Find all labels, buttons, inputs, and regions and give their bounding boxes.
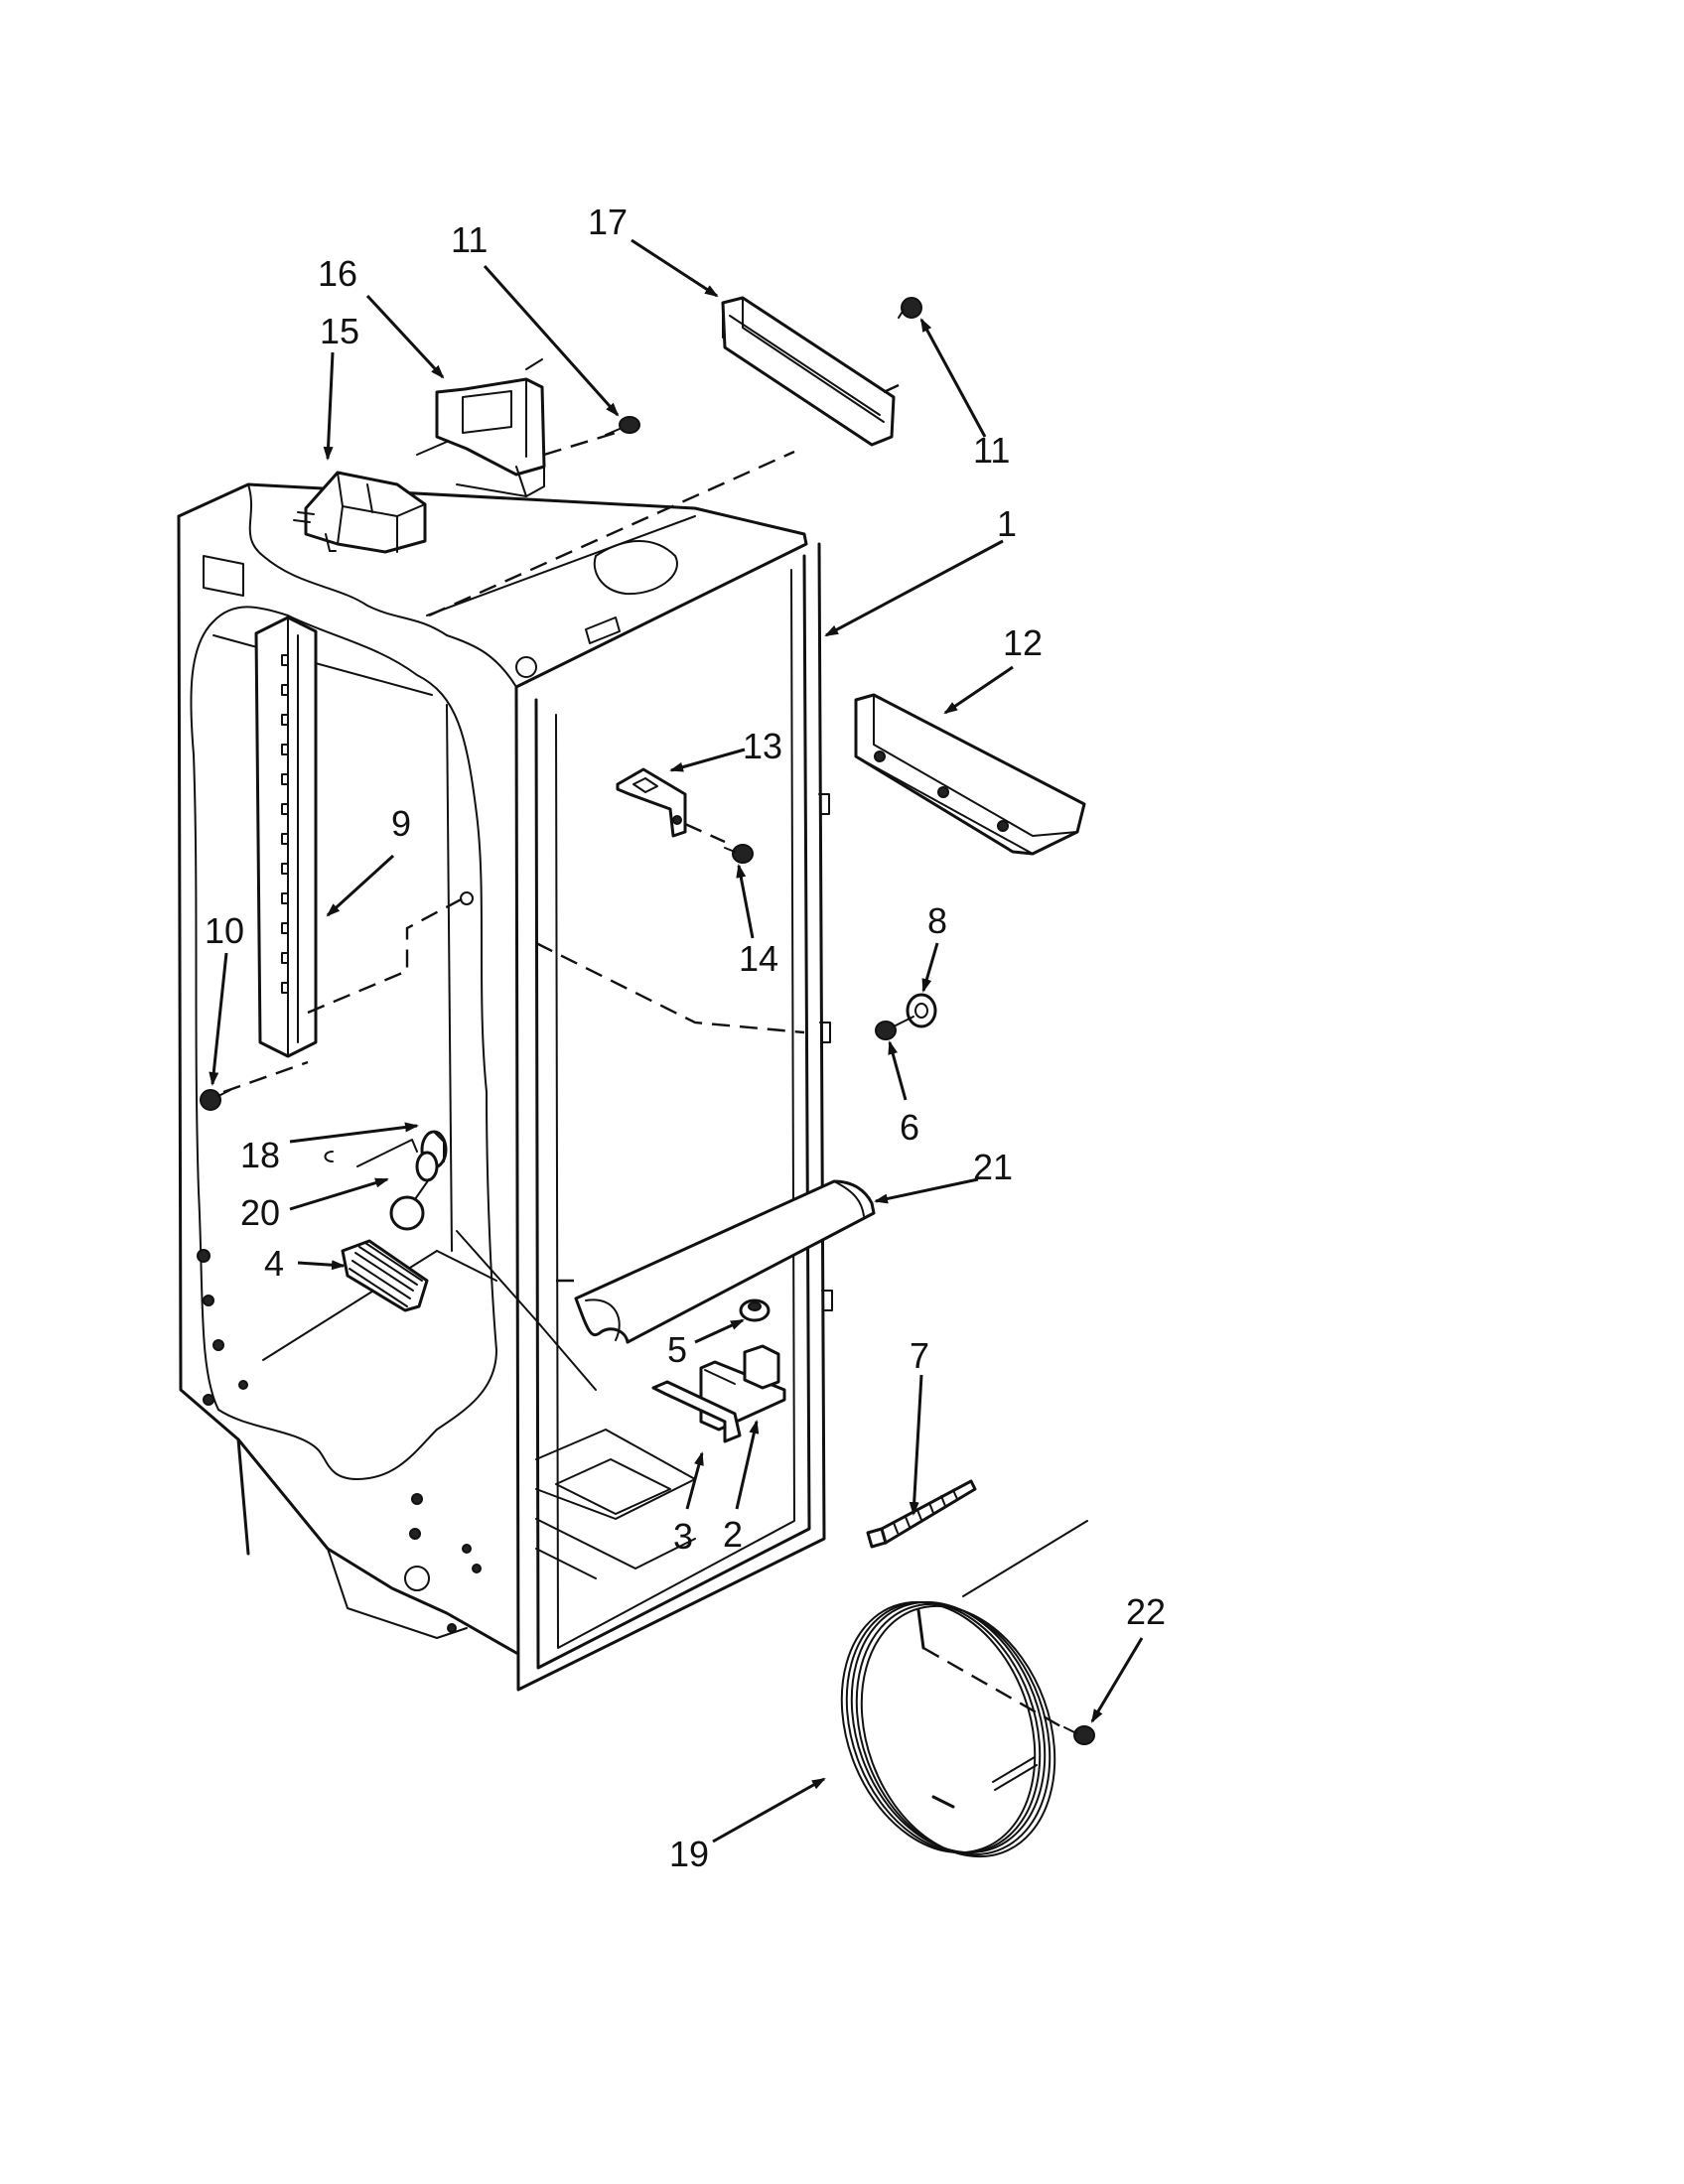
damper-housing-part-15 bbox=[293, 471, 427, 554]
leader-16 bbox=[365, 294, 445, 379]
callout-21: 21 bbox=[973, 1147, 1013, 1187]
callout-22: 22 bbox=[1126, 1591, 1166, 1632]
leader-20 bbox=[289, 1177, 389, 1211]
callout-15: 15 bbox=[320, 311, 359, 351]
cover-support-part-21 bbox=[574, 1179, 876, 1344]
channel-part-12 bbox=[854, 693, 1086, 856]
callout-13: 13 bbox=[743, 726, 782, 766]
callout-20: 20 bbox=[240, 1192, 280, 1233]
callout-7: 7 bbox=[910, 1335, 929, 1376]
leader-11b bbox=[919, 318, 987, 438]
screw-part-10 bbox=[200, 1060, 309, 1111]
shelf-ladder-part-9 bbox=[254, 615, 474, 1058]
callout-19: 19 bbox=[669, 1834, 709, 1874]
leader-8 bbox=[921, 942, 939, 993]
plug-part-5 bbox=[739, 1298, 771, 1322]
callout-6: 6 bbox=[900, 1107, 919, 1148]
leader-10 bbox=[209, 952, 228, 1086]
leader-17 bbox=[631, 238, 719, 298]
leader-1 bbox=[824, 539, 1004, 637]
leader-6 bbox=[888, 1040, 908, 1101]
leader-19 bbox=[712, 1777, 826, 1843]
bracket-part-16 bbox=[416, 358, 546, 497]
tubing-coil-part-19 bbox=[840, 1520, 1088, 1858]
callout-11a: 11 bbox=[451, 219, 488, 260]
callout-10: 10 bbox=[205, 910, 244, 951]
leader-2 bbox=[735, 1420, 760, 1510]
leader-3 bbox=[685, 1451, 704, 1510]
leader-21 bbox=[874, 1177, 979, 1204]
callout-2: 2 bbox=[723, 1514, 743, 1555]
leader-5 bbox=[694, 1318, 745, 1344]
leader-18 bbox=[289, 1122, 419, 1144]
leader-12 bbox=[943, 665, 1014, 715]
callout-9: 9 bbox=[391, 803, 411, 844]
callout-11b: 11 bbox=[973, 430, 1010, 471]
callout-18: 18 bbox=[240, 1135, 280, 1175]
screw-part-11-left bbox=[543, 416, 640, 457]
leader-4 bbox=[297, 1260, 346, 1271]
callout-1: 1 bbox=[997, 503, 1017, 544]
screw-part-11-right bbox=[883, 297, 922, 394]
top-bracket-part-17 bbox=[428, 296, 896, 617]
light-bulb-part-20 bbox=[389, 1178, 430, 1231]
leader-13 bbox=[669, 748, 746, 772]
callout-8: 8 bbox=[927, 900, 947, 941]
light-socket-part-18 bbox=[324, 1130, 448, 1182]
leader-11a bbox=[483, 265, 620, 417]
cable-tie-part-7 bbox=[866, 1479, 977, 1549]
screw-part-6 bbox=[875, 1016, 914, 1040]
screw-part-22 bbox=[1063, 1725, 1095, 1745]
leader-9 bbox=[326, 854, 395, 917]
callout-5: 5 bbox=[667, 1329, 687, 1370]
bracket-part-3 bbox=[651, 1380, 742, 1443]
callout-14: 14 bbox=[739, 938, 778, 979]
callout-labels: 1 2 3 4 5 6 7 8 9 10 11 11 12 13 14 15 1… bbox=[205, 202, 1166, 1874]
callout-3: 3 bbox=[673, 1516, 693, 1557]
callout-17: 17 bbox=[588, 202, 628, 242]
callout-4: 4 bbox=[264, 1243, 284, 1284]
leader-15 bbox=[323, 351, 335, 461]
callout-12: 12 bbox=[1003, 622, 1043, 663]
callout-16: 16 bbox=[318, 253, 357, 294]
screw-part-14 bbox=[724, 844, 754, 864]
leader-arrows bbox=[209, 238, 1144, 1843]
washer-part-8 bbox=[906, 993, 937, 1028]
leader-14 bbox=[736, 864, 755, 939]
bracket-part-13 bbox=[616, 767, 726, 844]
leader-7 bbox=[909, 1374, 923, 1516]
leader-22 bbox=[1090, 1637, 1144, 1723]
vent-grille-part-4 bbox=[341, 1239, 429, 1312]
